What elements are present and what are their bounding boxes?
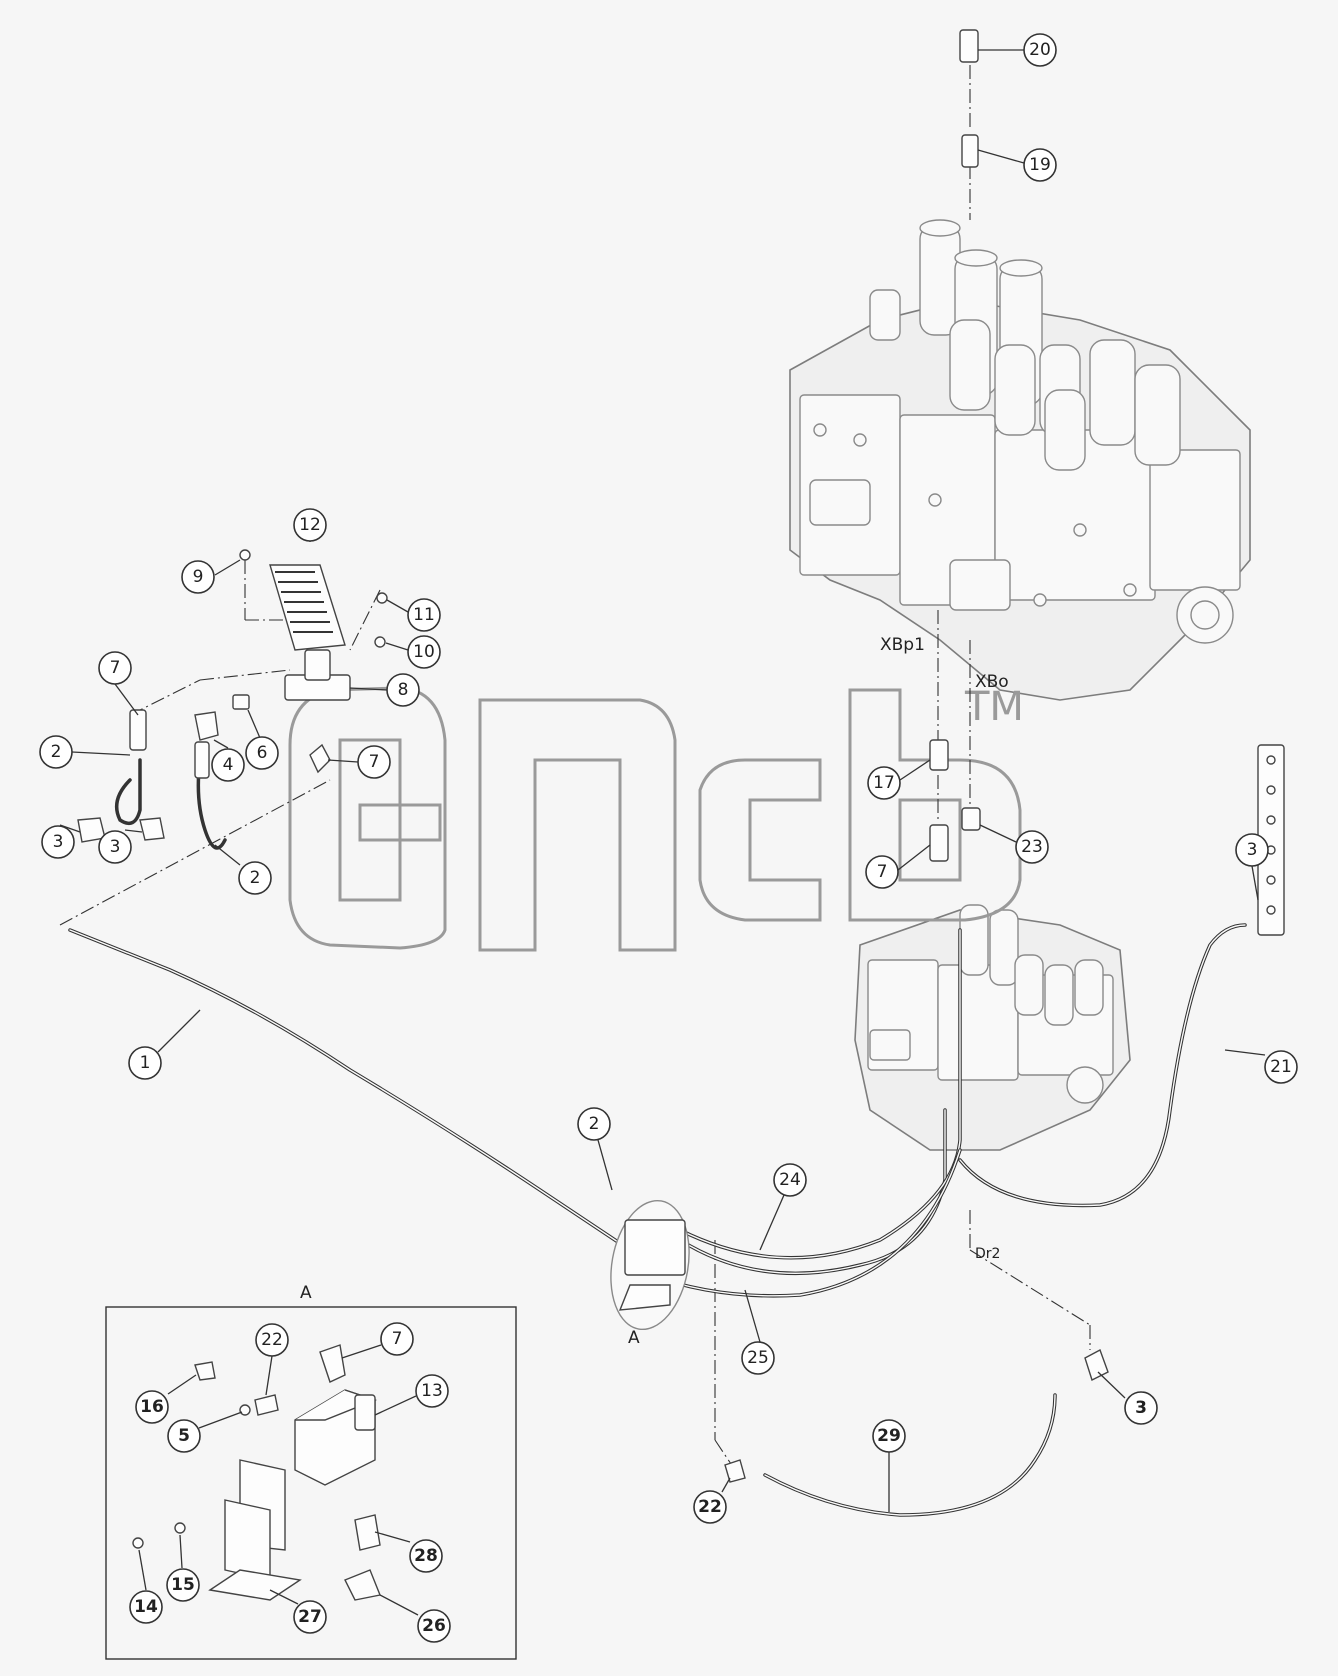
callout-3a: 3 [41, 824, 81, 859]
callout-4: 4 [211, 739, 245, 782]
svg-text:5: 5 [178, 1426, 190, 1446]
callout-13: 13 [374, 1374, 449, 1416]
callout-1: 1 [128, 1009, 201, 1080]
svg-text:6: 6 [257, 743, 268, 763]
port-label-xbp1: XBp1 [880, 635, 925, 655]
callout-16: 16 [135, 1374, 197, 1424]
callout-28: 28 [374, 1531, 443, 1573]
callout-3d: 3 [1097, 1371, 1158, 1425]
detail-a-title: A [300, 1283, 312, 1303]
hoses [68, 758, 1247, 1517]
svg-text:10: 10 [413, 642, 435, 662]
svg-text:3: 3 [1247, 840, 1258, 860]
svg-text:16: 16 [140, 1397, 164, 1417]
svg-text:15: 15 [171, 1575, 195, 1595]
svg-text:7: 7 [110, 658, 121, 678]
svg-text:21: 21 [1270, 1057, 1292, 1077]
svg-text:1: 1 [140, 1053, 151, 1073]
callout-10: 10 [385, 635, 441, 669]
callout-3b: 3 [98, 829, 143, 864]
svg-text:3: 3 [1135, 1398, 1147, 1418]
svg-text:2: 2 [51, 742, 62, 762]
callout-29: 29 [872, 1419, 906, 1512]
callout-7d: 7 [341, 1322, 414, 1359]
callout-7a: 7 [98, 651, 139, 716]
fittings [77, 29, 1285, 1483]
svg-text:29: 29 [877, 1426, 901, 1446]
main-control-valve [789, 219, 1251, 701]
svg-text:9: 9 [193, 567, 204, 587]
svg-text:2: 2 [250, 868, 261, 888]
svg-text:20: 20 [1029, 40, 1051, 60]
callout-21: 21 [1224, 1049, 1298, 1084]
svg-text:3: 3 [110, 837, 121, 857]
secondary-control-valve [854, 904, 1131, 1151]
callout-20: 20 [978, 33, 1057, 67]
callout-22a: 22 [693, 1477, 731, 1524]
callout-25: 25 [741, 1289, 775, 1375]
svg-text:22: 22 [698, 1497, 722, 1517]
svg-text:3: 3 [53, 832, 64, 852]
callout-26: 26 [379, 1594, 451, 1643]
callout-22b: 22 [255, 1323, 289, 1396]
port-label-xbo: XBo [975, 672, 1009, 692]
watermark-trademark: TM [964, 684, 1024, 730]
svg-text:19: 19 [1029, 155, 1051, 175]
svg-text:25: 25 [747, 1348, 769, 1368]
detail-ref-label: A [628, 1328, 640, 1348]
callout-17: 17 [867, 759, 931, 800]
callout-5: 5 [167, 1411, 243, 1453]
callout-11: 11 [386, 598, 441, 632]
callout-24: 24 [759, 1163, 807, 1251]
svg-text:7: 7 [877, 862, 888, 882]
svg-text:24: 24 [779, 1170, 801, 1190]
svg-text:13: 13 [421, 1381, 443, 1401]
svg-text:7: 7 [392, 1329, 403, 1349]
callout-27: 27 [269, 1589, 327, 1634]
port-label-dr2: Dr2 [975, 1246, 1000, 1262]
callout-8: 8 [349, 673, 420, 707]
svg-text:22: 22 [261, 1330, 283, 1350]
svg-text:27: 27 [298, 1607, 322, 1627]
callout-2a: 2 [39, 735, 131, 769]
callout-14: 14 [129, 1549, 163, 1624]
svg-text:4: 4 [223, 755, 234, 775]
callout-7b: 7 [327, 745, 391, 779]
svg-text:2: 2 [589, 1114, 600, 1134]
callout-2c: 2 [577, 1107, 613, 1191]
svg-text:17: 17 [873, 773, 895, 793]
svg-text:23: 23 [1021, 837, 1043, 857]
pedal-assembly [239, 549, 388, 774]
svg-text:11: 11 [413, 605, 435, 625]
callout-2b: 2 [214, 844, 272, 895]
callout-6: 6 [245, 709, 279, 770]
callout-15: 15 [166, 1534, 200, 1602]
callout-9: 9 [181, 559, 241, 594]
watermark-logo: TM [288, 684, 1024, 952]
svg-text:28: 28 [414, 1546, 438, 1566]
svg-text:7: 7 [369, 752, 380, 772]
callout-23: 23 [979, 824, 1049, 864]
svg-text:8: 8 [398, 680, 409, 700]
callout-12: 12 [293, 508, 327, 542]
detail-a-frame: A [105, 1283, 517, 1660]
callout-19: 19 [977, 148, 1057, 182]
svg-text:12: 12 [299, 515, 321, 535]
callout-3c: 3 [1235, 833, 1269, 901]
svg-text:26: 26 [422, 1616, 446, 1636]
svg-text:14: 14 [134, 1597, 158, 1617]
callout-7c: 7 [865, 844, 931, 889]
